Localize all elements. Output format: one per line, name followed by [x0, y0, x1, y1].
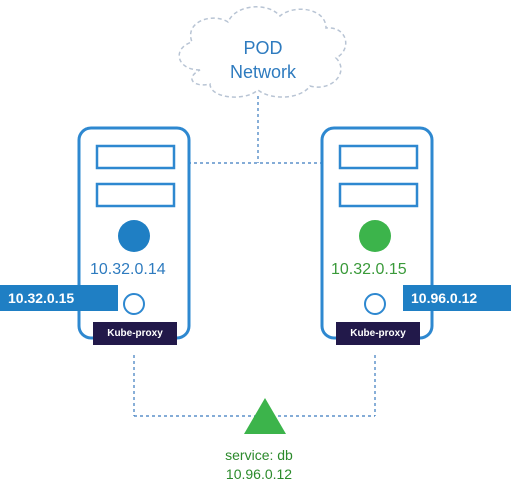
kube-proxy-left: Kube-proxy: [93, 322, 177, 345]
drive-bay: [95, 144, 176, 170]
service-ip: 10.96.0.12: [225, 466, 293, 482]
drive-bay: [95, 182, 176, 208]
cloud-label-network: Network: [229, 62, 296, 82]
proxy-port-left: [123, 293, 145, 315]
drive-bay: [338, 144, 419, 170]
pod-ip-right: 10.32.0.15: [331, 261, 407, 278]
ip-tag-left: 10.32.0.15: [0, 285, 118, 311]
pod-right: [359, 220, 391, 252]
cloud-label-pod: POD: [243, 38, 283, 58]
kube-proxy-right: Kube-proxy: [336, 322, 420, 345]
pod-left: [118, 220, 150, 252]
service-name: service: db: [225, 447, 293, 463]
pod-ip-left: 10.32.0.14: [90, 261, 166, 278]
drive-bay: [338, 182, 419, 208]
ip-tag-right: 10.96.0.12: [403, 285, 511, 311]
pod-network-cloud: [178, 6, 347, 98]
proxy-port-right: [364, 293, 386, 315]
service-triangle: [244, 398, 286, 434]
